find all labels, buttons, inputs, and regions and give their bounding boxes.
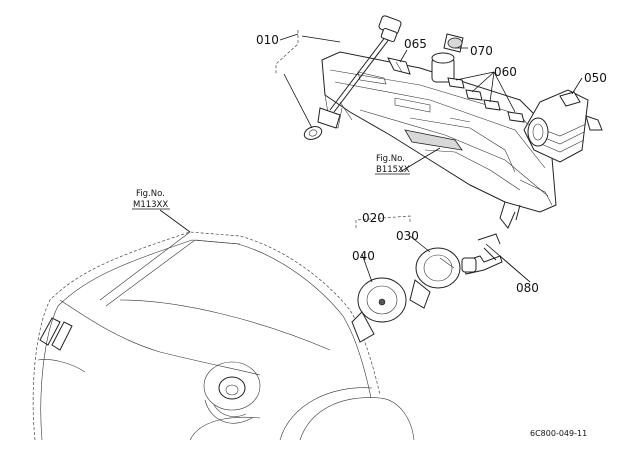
part-060-caps xyxy=(447,77,525,123)
part-070-switch xyxy=(431,33,464,83)
cab-body xyxy=(32,231,415,441)
leaders xyxy=(159,30,583,283)
part-080-keys xyxy=(461,233,503,275)
part-010-rod xyxy=(303,15,402,140)
fig-ref-b115xx-line2: B115XX xyxy=(376,165,410,175)
part-040-cylinder xyxy=(351,277,407,343)
callout-020: 020 xyxy=(362,211,385,225)
callout-065: 065 xyxy=(404,37,427,51)
part-065-clip xyxy=(387,57,411,75)
fig-ref-b115xx-line1: Fig.No. xyxy=(376,154,405,164)
callout-060: 060 xyxy=(494,65,517,79)
callout-040: 040 xyxy=(352,249,375,263)
callout-070: 070 xyxy=(470,44,493,58)
callout-030: 030 xyxy=(396,229,419,243)
part-030-keyswitch xyxy=(409,247,461,309)
callout-080: 080 xyxy=(516,281,539,295)
fig-ref-m113xx-line2: M113XX xyxy=(133,200,168,210)
callout-050: 050 xyxy=(584,71,607,85)
document-id: 6C800-049-11 xyxy=(530,429,587,438)
callout-010: 010 xyxy=(256,33,279,47)
fig-ref-m113xx-line1: Fig.No. xyxy=(136,189,165,199)
part-050-gauge xyxy=(523,89,603,163)
